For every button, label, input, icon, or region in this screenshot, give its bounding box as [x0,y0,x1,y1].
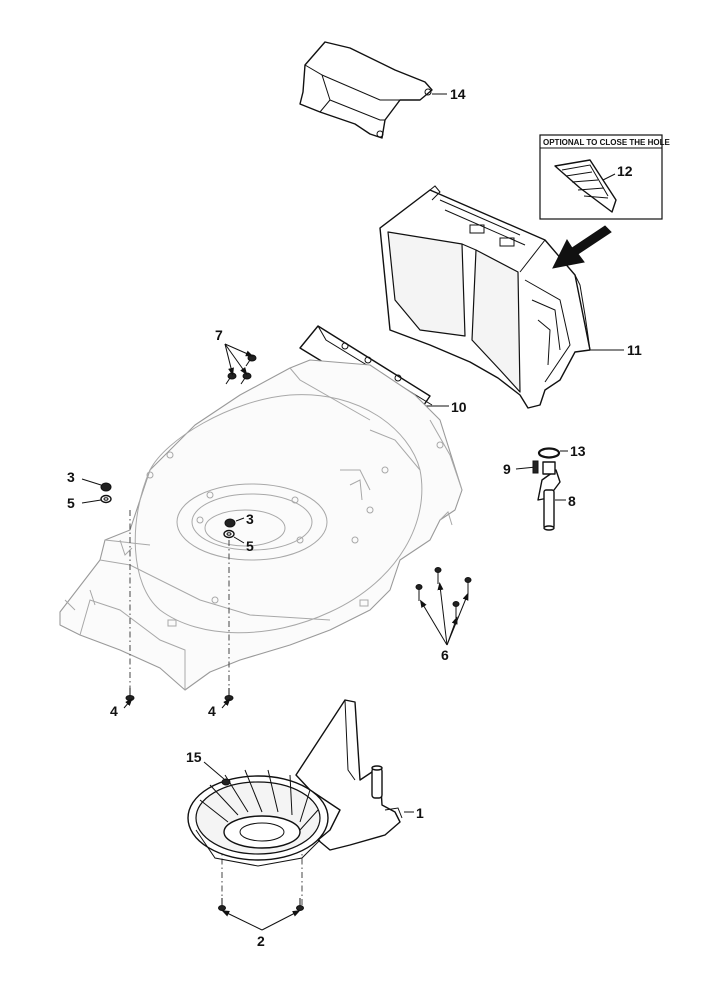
part-5-washer-center [223,529,245,544]
optional-box-text: OPTIONAL TO CLOSE THE HOLE [543,138,670,147]
callout-14: 14 [450,86,466,102]
part-9-screw [515,460,539,474]
callout-5-center: 5 [246,538,254,554]
callout-13: 13 [570,443,586,459]
mower-deck [59,359,463,691]
part-7-screws [224,343,257,385]
callout-2: 2 [257,933,265,949]
part-14-cover [299,41,447,139]
callout-4-left: 4 [110,703,118,719]
part-4-bolt-center [221,688,234,709]
callout-3-center: 3 [246,511,254,527]
pointer-arrow [552,225,612,269]
callout-5-left: 5 [67,495,75,511]
callout-15: 15 [186,749,202,765]
callout-6: 6 [441,647,449,663]
part-8-tube-fitting [537,461,566,531]
callout-11: 11 [627,342,642,358]
callout-4-center: 4 [208,703,216,719]
callout-9: 9 [503,461,511,477]
part-13-oring [537,447,568,459]
callout-12: 12 [617,163,633,179]
part-1-lower-housing [187,699,414,867]
part-15-small-fastener [203,761,231,786]
part-4-bolt-left [123,688,135,709]
part-6-screws [415,567,472,646]
callout-10: 10 [451,399,467,415]
part-11-rear-frame [379,185,624,409]
part-12-hole-cover [554,159,617,213]
callout-1: 1 [416,805,424,821]
part-3-nut-left [81,478,112,492]
optional-close-hole-box: OPTIONAL TO CLOSE THE HOLE 12 [539,134,670,220]
part-5-washer-left [81,494,112,504]
part-2-screws [218,898,304,931]
callout-3-left: 3 [67,469,75,485]
part-3-nut-center [224,517,245,528]
callout-8: 8 [568,493,576,509]
callout-7: 7 [215,327,223,343]
assembly-lines [129,510,303,905]
